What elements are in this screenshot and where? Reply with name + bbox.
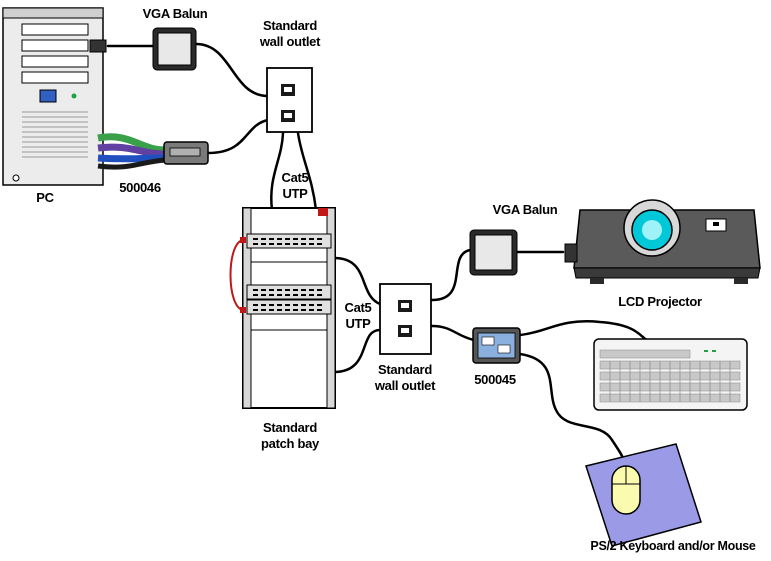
mouse (611, 465, 641, 515)
label-cat5-mid-line2: UTP (345, 316, 371, 331)
label-wall-outlet-top: Standard wall outlet (240, 18, 340, 50)
adapter500045-to-keyboard-cable (518, 320, 652, 344)
wall-outlet-top (266, 67, 313, 133)
patch-cord (229, 239, 245, 311)
label-patch-bay-line2: patch bay (261, 436, 319, 451)
label-wall-outlet-top-line2: wall outlet (259, 34, 321, 49)
wall-outlet-mid (379, 283, 432, 355)
label-lcd-projector: LCD Projector (618, 294, 702, 309)
keyboard (593, 338, 748, 411)
rack-to-outlet-cable-b (332, 328, 382, 374)
label-wall-outlet-mid-line2: wall outlet (374, 378, 436, 393)
vga-balun-right (469, 229, 518, 276)
label-wall-outlet-mid: Standard wall outlet (350, 362, 460, 394)
label-cat5-mid-line1: Cat5 (344, 300, 372, 315)
label-500046: 500046 (119, 180, 161, 195)
adapter-500046 (97, 133, 209, 170)
label-cat5-utp-mid: Cat5 UTP (333, 300, 383, 332)
label-patch-bay-line1: Standard (263, 420, 317, 435)
cables (106, 42, 652, 468)
label-cat5-top-line1: Cat5 (281, 170, 309, 185)
label-vga-balun-right: VGA Balun (492, 202, 558, 217)
label-patch-bay: Standard patch bay (240, 420, 340, 452)
adapter500046-to-outlet-cable (206, 118, 270, 155)
outlet-to-rack-cable-b (296, 131, 318, 212)
patch-bay-rack (229, 207, 336, 409)
lcd-projector (564, 199, 761, 284)
label-500045: 500045 (474, 372, 516, 387)
vga-balun-top (152, 27, 197, 71)
label-wall-outlet-top-line1: Standard (263, 18, 317, 33)
label-vga-balun-top: VGA Balun (142, 6, 208, 21)
mouse-pad (585, 443, 702, 547)
label-cat5-top-line2: UTP (282, 186, 308, 201)
label-wall-outlet-mid-line1: Standard (378, 362, 432, 377)
label-ps2-keyboard-mouse: PS/2 Keyboard and/or Mouse (590, 539, 756, 553)
pc-tower (2, 7, 107, 186)
outlet-to-adapter500045-cable (430, 324, 476, 342)
outlet-to-balun-cable (430, 248, 472, 302)
label-pc: PC (36, 190, 54, 205)
outlet-to-rack-cable-a (270, 131, 285, 212)
adapter500045-to-mouse-cable (518, 352, 628, 468)
label-cat5-utp-top: Cat5 UTP (270, 170, 320, 202)
balun-to-outlet-cable (194, 42, 270, 98)
adapter-500045 (472, 327, 521, 364)
rack-to-outlet-cable-a (332, 256, 382, 306)
